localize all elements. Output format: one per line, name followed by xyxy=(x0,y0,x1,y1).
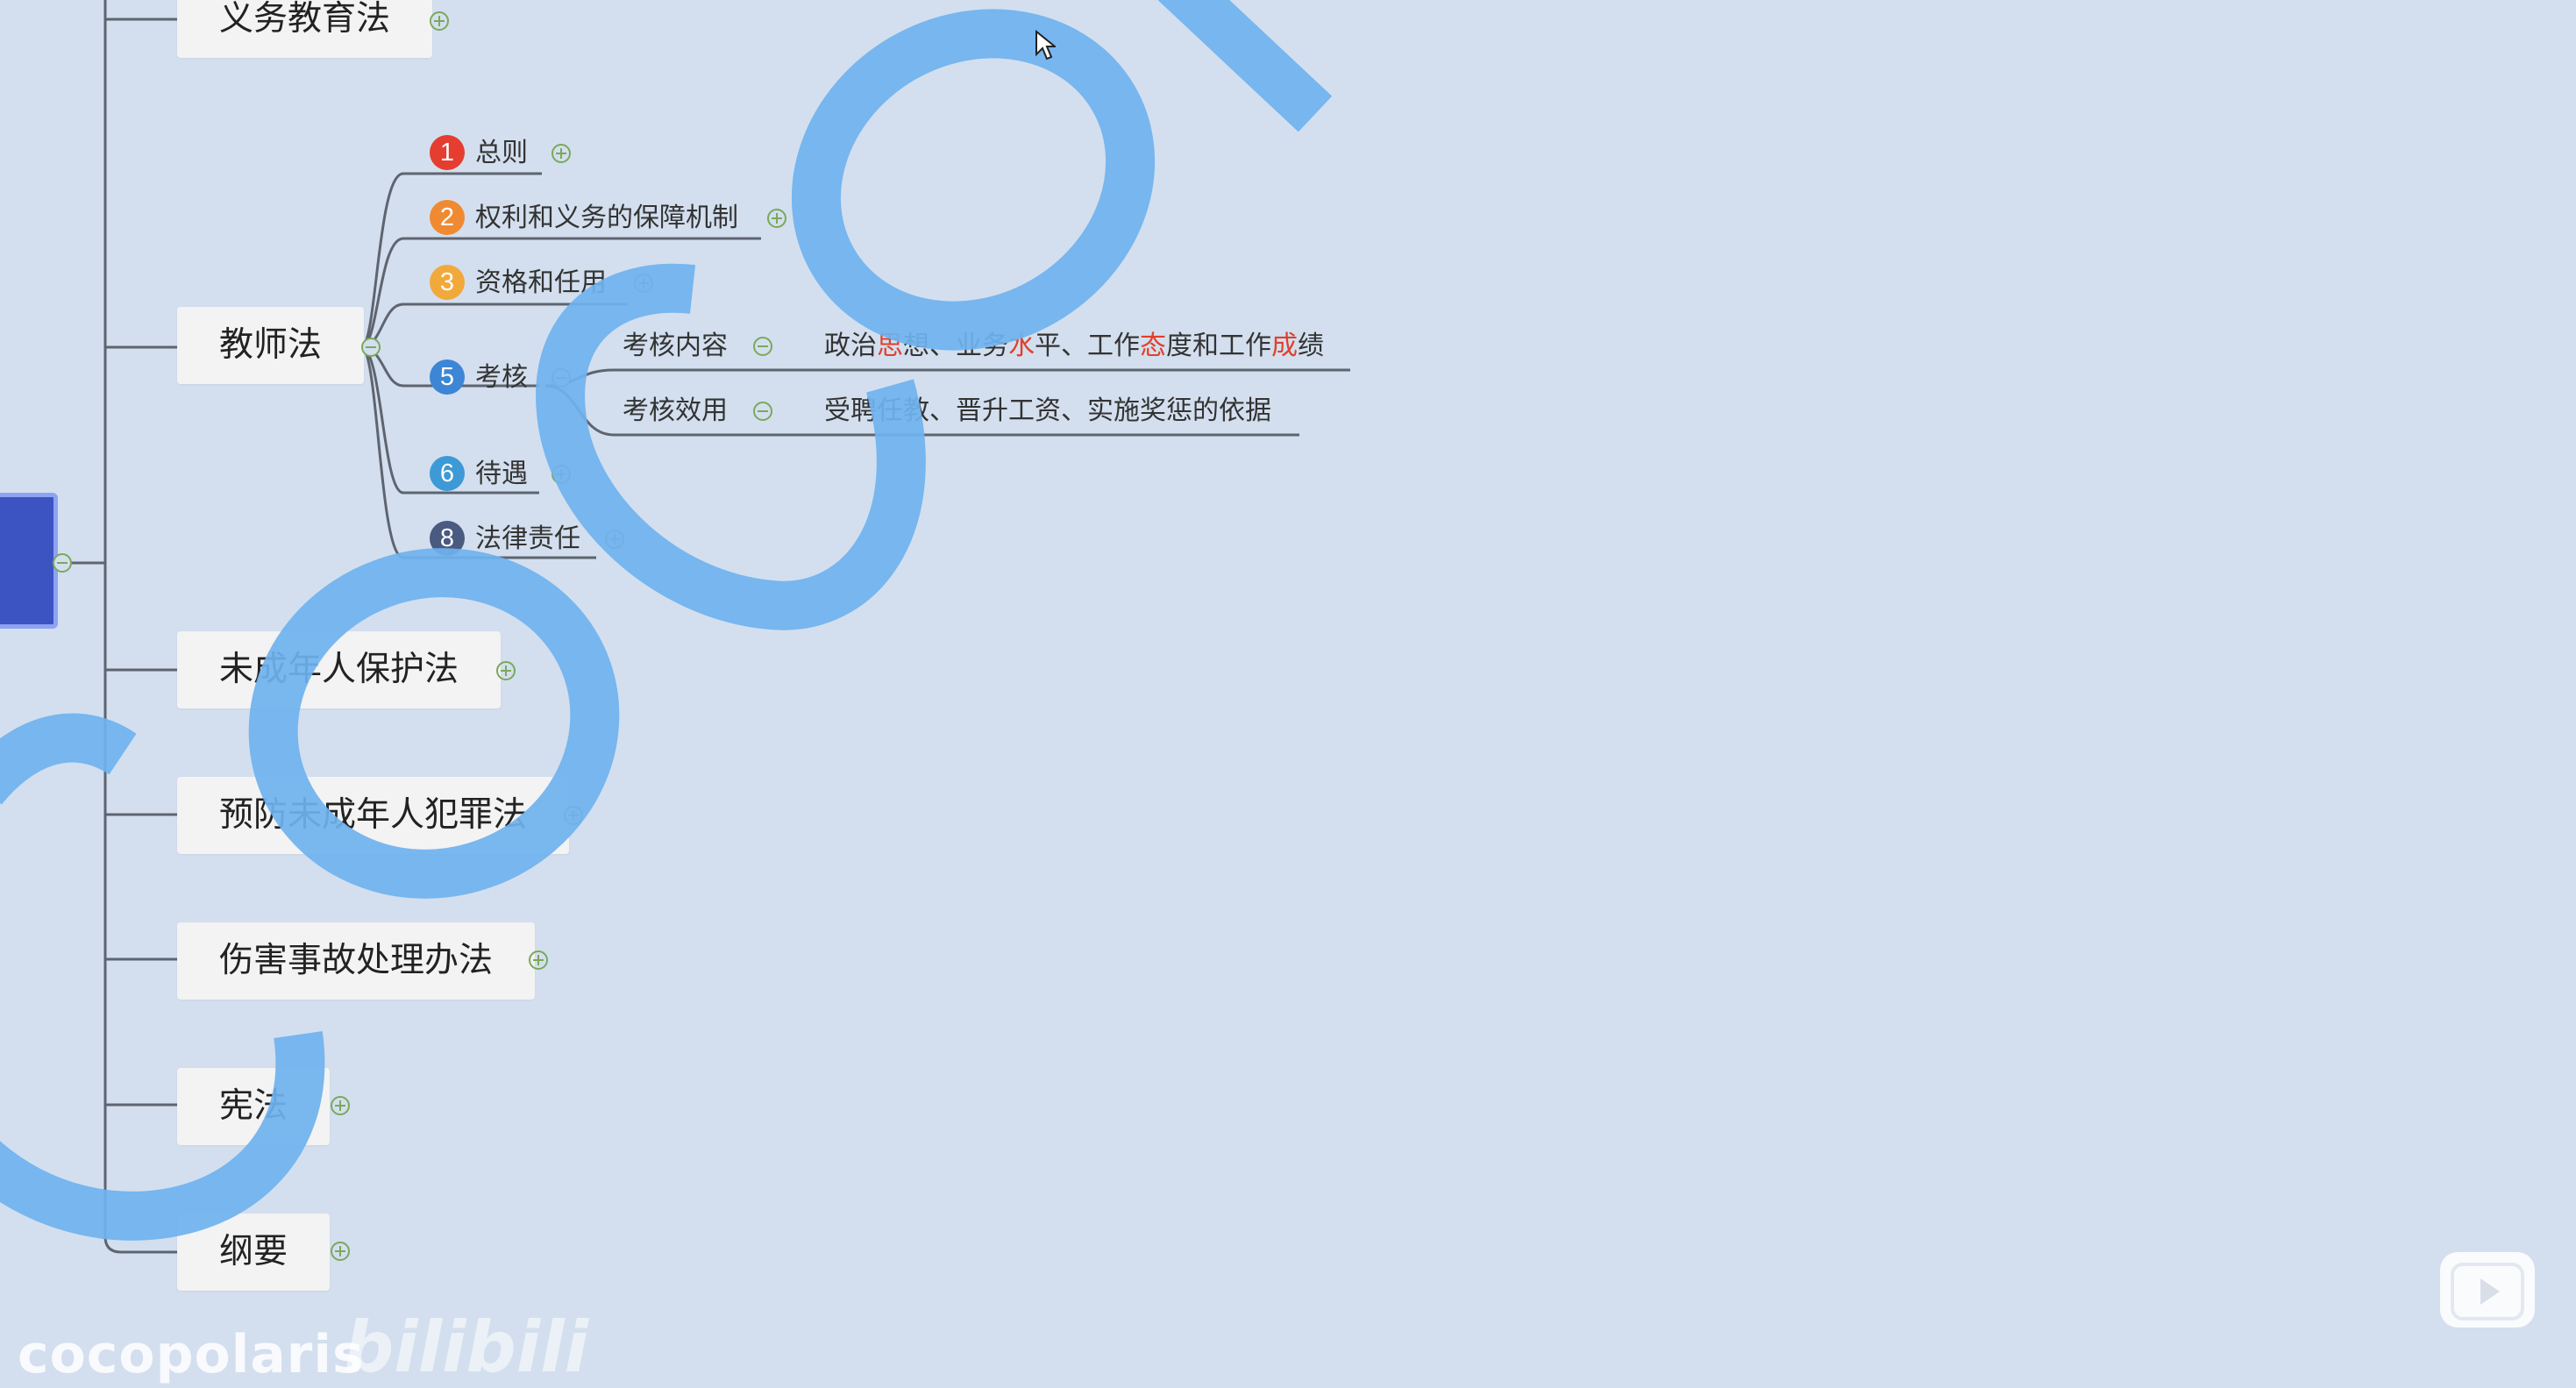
expand-icon[interactable] xyxy=(331,1242,350,1261)
topic-teacher-law[interactable]: 教师法 xyxy=(177,307,365,384)
subtopic-assessment-content[interactable]: 考核内容 xyxy=(623,331,728,360)
mouse-cursor-icon xyxy=(1035,30,1056,61)
expand-icon[interactable] xyxy=(767,209,786,228)
collapse-icon[interactable] xyxy=(753,402,772,421)
detail-text: 受聘任教、晋升工资、实施奖惩的依据 xyxy=(824,396,1271,425)
topic-injury-accident-measures[interactable]: 伤害事故处理办法 xyxy=(177,922,536,1000)
channel-watermark: cocopolaris xyxy=(18,1324,365,1385)
priority-3-icon: 3 xyxy=(430,265,465,300)
detail-text: 平、工作 xyxy=(1035,331,1140,360)
detail-text: 政治 xyxy=(824,331,877,360)
expand-icon[interactable] xyxy=(529,950,548,970)
highlighted-char: 态 xyxy=(1140,331,1166,360)
highlighted-char: 思 xyxy=(877,331,903,360)
subtopic-assessment-effect[interactable]: 考核效用 xyxy=(623,396,728,425)
bilibili-logo: bilibili xyxy=(344,1306,589,1388)
expand-icon[interactable] xyxy=(605,530,624,549)
subtopic-treatment[interactable]: 待遇 xyxy=(475,459,528,488)
collapse-icon[interactable] xyxy=(361,338,381,357)
expand-icon[interactable] xyxy=(634,274,653,293)
central-topic[interactable] xyxy=(0,493,58,629)
expand-icon[interactable] xyxy=(551,144,571,163)
expand-icon[interactable] xyxy=(430,11,449,31)
priority-8-icon: 8 xyxy=(430,521,465,556)
bilibili-play-button[interactable] xyxy=(2440,1251,2535,1327)
topic-minor-protection-law[interactable]: 未成年人保护法 xyxy=(177,631,502,708)
expand-icon[interactable] xyxy=(331,1096,350,1115)
subtopic-assessment[interactable]: 考核 xyxy=(475,363,528,392)
expand-icon[interactable] xyxy=(564,806,583,825)
assessment-effect-detail[interactable]: 受聘任教、晋升工资、实施奖惩的依据 xyxy=(824,389,1271,433)
central-topic-collapse-icon[interactable] xyxy=(53,553,72,573)
detail-text: 度和工作 xyxy=(1166,331,1271,360)
assessment-content-detail[interactable]: 政治思想、业务水平、工作态度和工作成绩 xyxy=(824,324,1324,368)
priority-5-icon: 5 xyxy=(430,359,465,395)
highlighted-char: 成 xyxy=(1271,331,1298,360)
expand-icon[interactable] xyxy=(496,661,516,680)
topic-juvenile-delinquency-prevention-law[interactable]: 预防未成年人犯罪法 xyxy=(177,777,570,854)
collapse-icon[interactable] xyxy=(551,368,571,388)
priority-2-icon: 2 xyxy=(430,200,465,235)
play-icon xyxy=(2451,1251,2524,1320)
topic-outline[interactable]: 纲要 xyxy=(177,1214,331,1291)
priority-1-icon: 1 xyxy=(430,135,465,170)
highlighted-char: 水 xyxy=(1008,331,1035,360)
expand-icon[interactable] xyxy=(551,465,571,484)
subtopic-legal-liability[interactable]: 法律责任 xyxy=(475,524,580,553)
collapse-icon[interactable] xyxy=(753,337,772,356)
topic-constitution[interactable]: 宪法 xyxy=(177,1068,331,1145)
detail-text: 想、业务 xyxy=(903,331,1008,360)
subtopic-qualification-appointment[interactable]: 资格和任用 xyxy=(475,268,607,297)
detail-text: 绩 xyxy=(1298,331,1324,360)
subtopic-rights-duties-guarantee[interactable]: 权利和义务的保障机制 xyxy=(475,203,738,232)
topic-compulsory-education-law[interactable]: 义务教育法 xyxy=(177,0,433,58)
priority-6-icon: 6 xyxy=(430,456,465,491)
subtopic-general-provisions[interactable]: 总则 xyxy=(475,139,528,167)
